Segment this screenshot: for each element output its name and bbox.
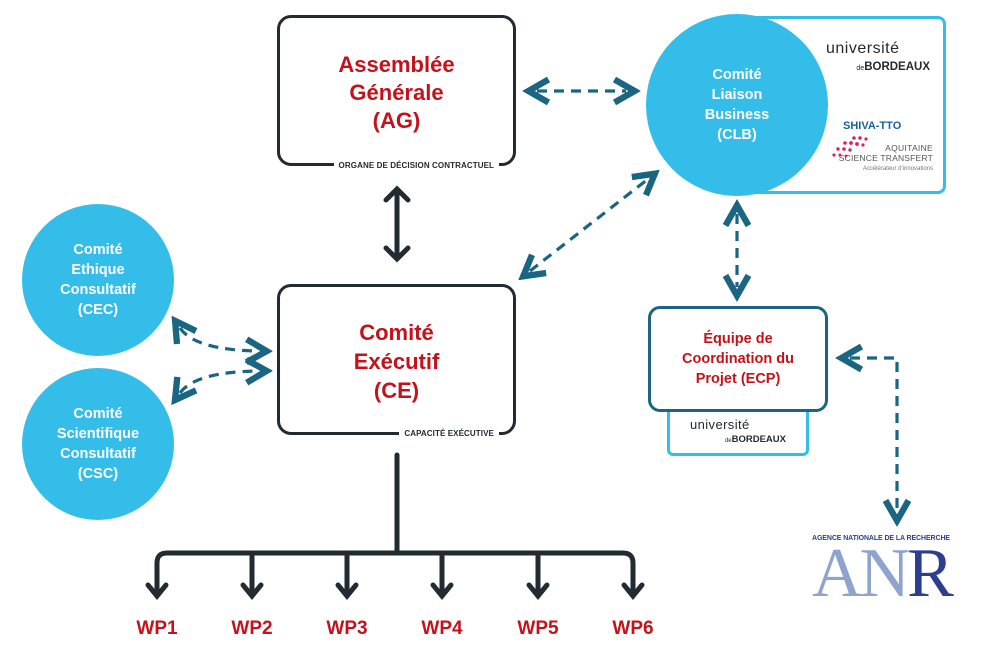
ecp-box: Équipe de Coordination du Projet (ECP) (648, 306, 828, 412)
ag-ce-double-arrow (383, 185, 411, 263)
wp-label-4: WP4 (421, 618, 463, 639)
cec-ce-arrow (180, 328, 258, 351)
shiva-dots-icon (832, 136, 868, 158)
ag-title: Assemblée Générale (AG) (338, 52, 455, 133)
anr-an: AN (812, 535, 910, 612)
shiva-tto-logo: SHIVA-TTO AQUITAINE SCIENCE TRANSFERT Ac… (829, 120, 935, 180)
wp-label-1: WP1 (136, 618, 178, 639)
ecp-title: Équipe de Coordination du Projet (ECP) (682, 331, 794, 387)
ub-logo-ecp-de: de (724, 438, 732, 444)
ag-box: Assemblée Générale (AG) ORGANE DE DÉCISI… (277, 15, 516, 170)
wp-label-3: WP3 (326, 618, 368, 639)
cec-circle: Comité Ethique Consultatif (CEC) (22, 204, 174, 356)
ub-logo-de: de (856, 65, 865, 72)
wp-label-2: WP2 (231, 618, 273, 639)
csc-ce-arrow (180, 371, 258, 393)
shiva-line1: AQUITAINE (885, 143, 933, 153)
csc-circle: Comité Scientifique Consultatif (CSC) (22, 368, 174, 520)
ce-clb-arrow (530, 179, 648, 271)
ub-logo-ecp: université deBORDEAUX (690, 418, 786, 450)
ce-tag: CAPACITÉ EXÉCUTIVE (399, 429, 499, 438)
wp-label-5: WP5 (517, 618, 559, 639)
anr-logo: AGENCE NATIONALE DE LA RECHERCHE ANR (812, 535, 984, 609)
anr-caption: AGENCE NATIONALE DE LA RECHERCHE (812, 535, 950, 542)
shiva-name: SHIVA-TTO (843, 120, 902, 132)
ub-logo-bordeaux: BORDEAUX (864, 61, 930, 73)
ecp-anr-arrow (850, 358, 897, 512)
shiva-line2: SCIENCE TRANSFERT (838, 153, 933, 163)
wp-tree (145, 452, 645, 600)
ub-logo-ecp-word: université (690, 417, 750, 432)
wp-label-6: WP6 (612, 618, 654, 639)
ub-logo-clb: université deBORDEAUX (826, 40, 930, 80)
ub-logo-ecp-bordeaux: BORDEAUX (731, 434, 786, 445)
ub-logo-word: université (826, 40, 900, 57)
anr-letters: ANR (812, 539, 954, 609)
ce-box: Comité Exécutif (CE) CAPACITÉ EXÉCUTIVE (277, 284, 516, 438)
ce-title: Comité Exécutif (CE) (353, 320, 440, 403)
anr-r: R (907, 535, 954, 612)
ag-tag: ORGANE DE DÉCISION CONTRACTUEL (333, 161, 499, 170)
shiva-line3: Accélérateur d'innovations (862, 166, 933, 172)
clb-circle: Comité Liaison Business (CLB) (646, 14, 828, 196)
